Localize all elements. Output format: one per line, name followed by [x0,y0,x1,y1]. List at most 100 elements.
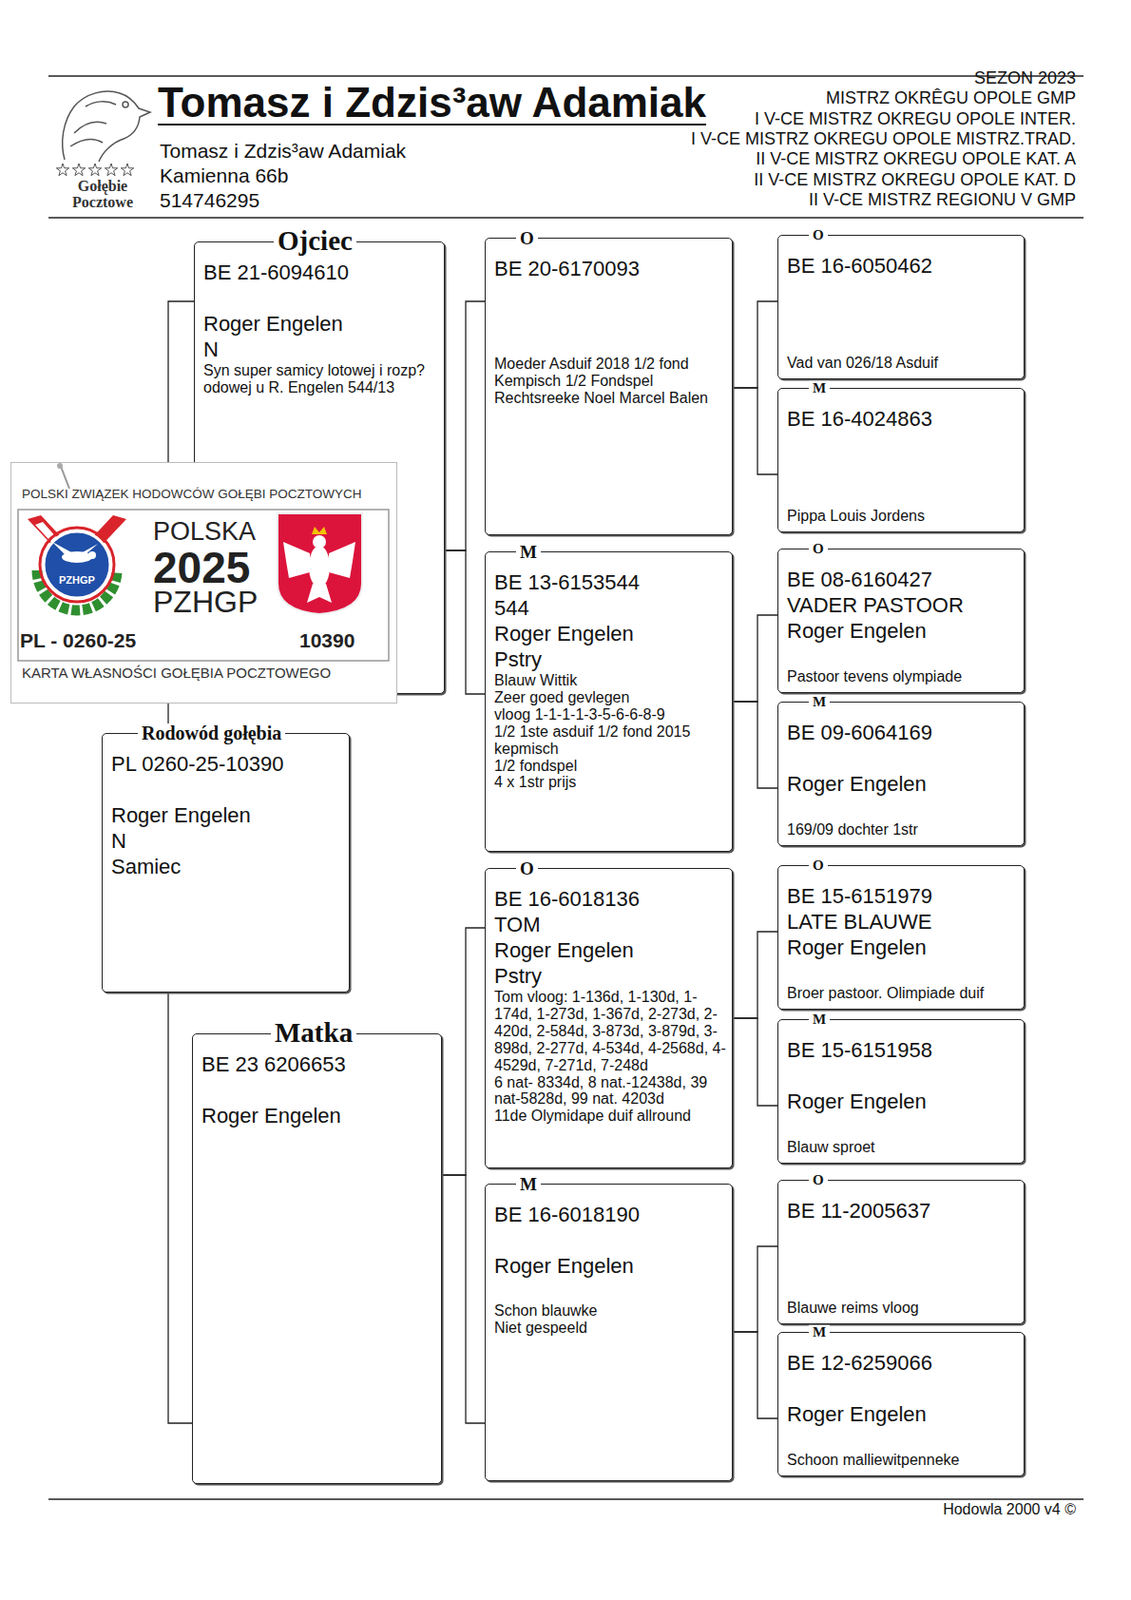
pedigree-entry: Samiec [111,853,344,880]
pedigree-note: Tom vloog: 1-136d, 1-130d, 1-174d, 1-273… [494,988,727,1074]
logo-stars [56,163,134,176]
box-heading: Matka [270,1018,357,1047]
pedigree-note: 1/2 1ste asduif 1/2 fond 2015 kepmisch [494,723,727,758]
season-title: II V-CE MISTRZ OKREGU OPOLE KAT. A [755,149,1076,170]
card-country: POLSKA [153,518,256,545]
pedigree-entry: BE 12-6259066 [786,1349,1018,1376]
season-title: I V-CE MISTRZ OKREGU OPOLE MISTRZ.TRAD. [690,129,1076,150]
pedigree-entry: Pstry [494,962,727,989]
pedigree-note: Blauw sproet [786,1138,1018,1156]
pedigree-entry: Roger Engelen [494,937,727,963]
pedigree-entry: BE 16-6018190 [494,1201,727,1227]
pedigree-entry: BE 13-6153544 [494,569,727,595]
great-grandparent-box: MBE 16-4024863Pippa Louis Jordens [777,387,1025,533]
footer-rule [48,1497,1084,1500]
pedigree-connector [168,992,192,1423]
season-title: II V-CE MISTRZ OKREGU OPOLE KAT. D [753,170,1076,191]
great-grandparent-box: MBE 12-6259066Roger EngelenSchoon mallie… [777,1331,1025,1477]
card-ring-prefix: PL - 0260-25 [19,630,136,651]
pedigree-entry: 544 [494,594,727,621]
box-heading: M [516,542,541,561]
pedigree-entry: BE 20-6170093 [494,255,727,282]
polish-eagle-shield [277,513,363,614]
polish-eagle-shield [311,526,327,535]
pedigree-entry: BE 08-6160427 [786,566,1018,593]
box-heading: M [808,694,830,710]
pedigree-connector [732,1246,778,1332]
box-heading: O [808,228,828,243]
pedigree-entry: LATE BLAUWE [786,908,1018,935]
pedigree-connector [444,301,485,551]
pigeon-logo [62,91,151,162]
pedigree-note: Blauw Wittik [494,671,727,690]
pedigree-note: Pastoor tevens olympiade [786,668,1018,686]
pedigree-entry: BE 15-6151958 [786,1036,1018,1063]
breeder-title: Tomasz i Zdzis³aw Adamiak [157,81,707,126]
pedigree-note: Blauwe reims vloog [786,1299,1018,1317]
pedigree-entry: BE 21-6094610 [203,259,439,286]
pedigree-entry: Roger Engelen [494,620,727,647]
pzhgp-emblem [39,527,115,602]
breeder-name: Tomasz i Zdzis³aw Adamiak [159,139,406,163]
box-heading: M [808,1324,830,1340]
box-heading: Ojciec [273,227,357,255]
logo-caption: Gołębie Pocztowe [51,178,154,211]
pedigree-note: Pippa Louis Jordens [786,507,1018,525]
card-union-name: POLSKI ZWIĄZEK HODOWCÓW GOŁĘBI POCZTOWYC… [21,487,363,501]
box-heading: M [808,1012,830,1027]
pedigree-note: Broer pastoor. Olimpiade duif [786,984,1018,1002]
pedigree-entry: BE 11-2005637 [786,1197,1018,1224]
pedigree-entry: Roger Engelen [201,1102,436,1129]
great-grandparent-box: OBE 16-6050462Vad van 026/18 Asduif [777,234,1025,380]
pedigree-connector [732,1331,778,1419]
card-panel [18,509,389,661]
pedigree-note: 6 nat- 8334d, 8 nat.-12438d, 39 nat-5828… [494,1073,727,1109]
grandparent-box: OBE 20-6170093Moeder Asduif 2018 1/2 fon… [484,237,733,536]
pedigree-entry: PL 0260-25-10390 [111,750,344,777]
box-heading: M [808,381,830,396]
polish-eagle-shield [328,541,356,578]
pedigree-entry: BE 16-6018136 [494,885,727,912]
pedigree-note: 169/09 dochter 1str [786,821,1018,839]
pedigree-entry: BE 15-6151979 [786,882,1018,909]
pedigree-note: 1/2 fondspel [494,757,727,775]
pedigree-entry: BE 16-4024863 [786,405,1018,432]
ownership-card: POLSKI ZWIĄZEK HODOWCÓW GOŁĘBI POCZTOWYC… [10,461,398,704]
pedigree-entry: Roger Engelen [494,1252,727,1279]
pedigree-entry: Roger Engelen [786,1400,1018,1427]
season-title: II V-CE MISTRZ REGIONU V GMP [808,190,1076,211]
card-caption: KARTA WŁASNOŚCI GOŁĘBIA POCZTOWEGO [21,665,331,680]
great-grandparent-box: OBE 08-6160427VADER PASTOORRoger Engelen… [777,548,1025,693]
pedigree-note: Niet gespeeld [494,1319,727,1337]
breeder-address: Kamienna 66b [159,164,288,188]
pedigree-note: 11de Olymidape duif allround [494,1107,727,1125]
box-heading: O [808,541,828,556]
pedigree-entry: TOM [494,911,727,938]
pzhgp-emblem [43,531,111,598]
logo-stars [56,163,69,176]
pedigree-note: Syn super samicy lotowej i rozp?odowej u… [203,362,439,397]
pedigree-entry: BE 09-6064169 [786,719,1018,746]
pedigree-note: Moeder Asduif 2018 1/2 fond Kempisch 1/2… [494,355,727,407]
pedigree-connector [732,701,778,788]
pedigree-entry: N [203,336,439,363]
pedigree-connector [441,927,485,1175]
polish-eagle-shield [308,545,330,588]
breeder-phone: 514746295 [159,189,260,212]
box-heading: O [808,858,828,873]
pigeon-logo [62,91,151,162]
pedigree-note: Schoon malliewitpenneke [786,1451,1018,1469]
pigeon-logo [122,101,129,108]
card-outline [11,462,398,704]
box-heading: Rodowód gołębia [137,723,286,743]
pzhgp-emblem [88,551,96,559]
pedigree-note: 4 x 1str prijs [494,773,727,791]
logo-stars [72,163,85,176]
pedigree-entry: Roger Engelen [786,934,1018,960]
pedigree-entry: N [111,827,344,854]
pedigree-entry: Pstry [494,646,727,672]
box-heading: O [516,229,538,248]
pedigree-entry: Roger Engelen [786,770,1018,797]
pigeon-box: Rodowód gołębiaPL 0260-25-10390Roger Eng… [101,732,350,993]
logo-stars [104,163,117,176]
